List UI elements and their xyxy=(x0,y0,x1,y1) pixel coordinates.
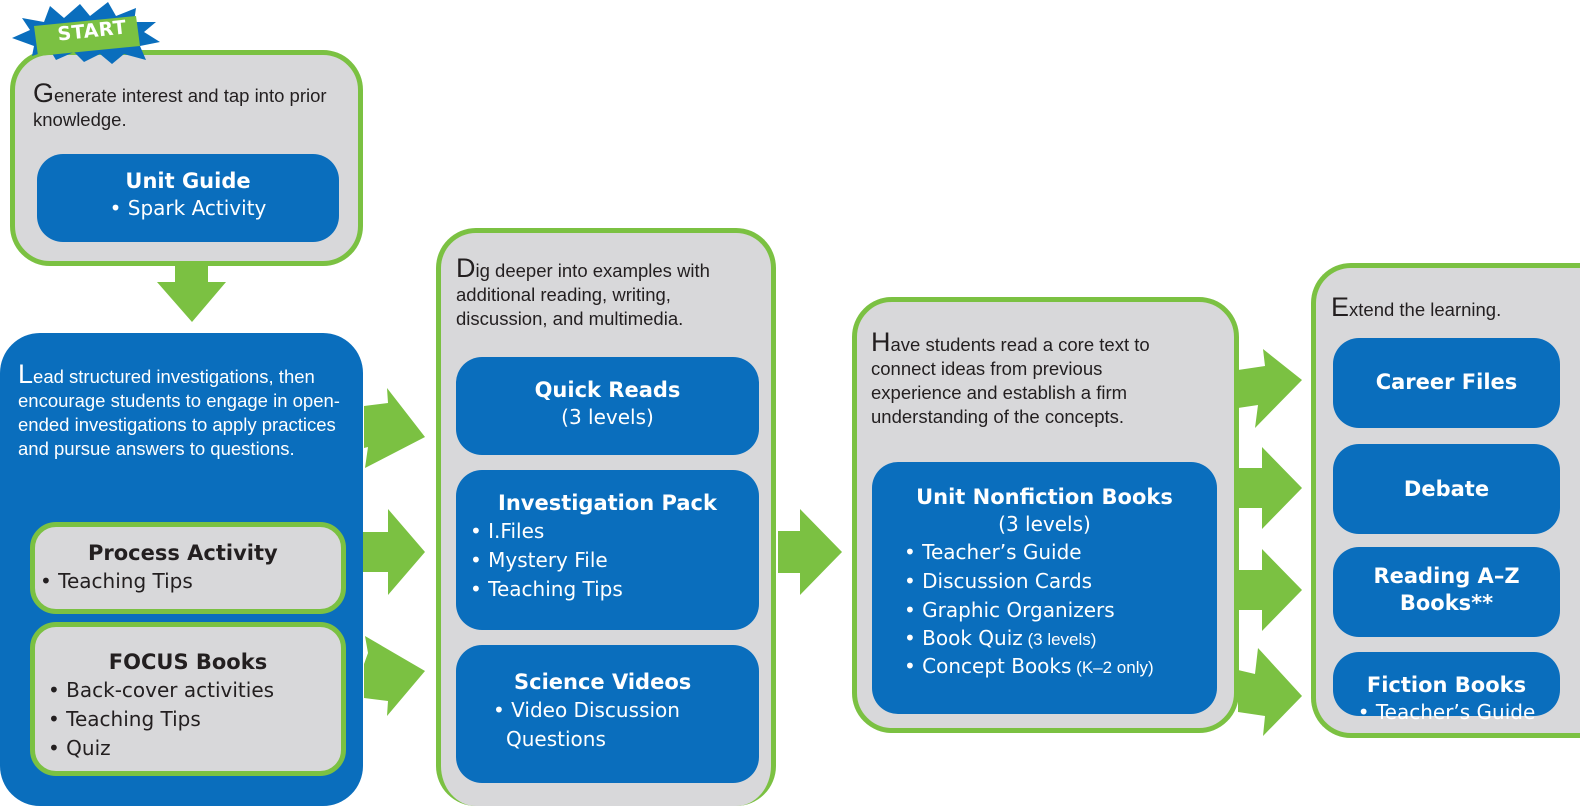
process-activity-item: • Teaching Tips xyxy=(40,569,193,593)
debate-box[interactable]: Debate xyxy=(1333,444,1560,534)
unit-nonfiction-levels: (3 levels) xyxy=(998,512,1091,536)
unit-nonfiction-item: • Discussion Cards xyxy=(904,569,1093,593)
investigation-pack-title: Investigation Pack xyxy=(498,491,717,515)
unit-nonfiction-box[interactable]: Unit Nonfiction Books (3 levels) • Teach… xyxy=(872,462,1217,714)
fiction-books-box[interactable]: Fiction Books • Teacher’s Guide xyxy=(1333,652,1560,724)
step1-intro: Generate interest and tap into prior kno… xyxy=(33,78,327,131)
arrow-right-1 xyxy=(364,388,425,468)
step4-intro: Have students read a core text to connec… xyxy=(871,327,1150,428)
fiction-books-item: • Teacher’s Guide xyxy=(1357,700,1536,724)
career-files-title: Career Files xyxy=(1375,370,1518,394)
investigation-pack-item: • Teaching Tips xyxy=(470,577,623,601)
focus-books-item: • Back-cover activities xyxy=(48,678,275,702)
process-activity-box[interactable]: Process Activity • Teaching Tips xyxy=(30,522,346,614)
career-files-box[interactable]: Career Files xyxy=(1333,338,1560,428)
start-badge-burst xyxy=(12,2,160,64)
arrow-right-8 xyxy=(1238,648,1302,736)
investigation-pack-item: • Mystery File xyxy=(470,548,608,572)
unit-guide-item: • Spark Activity xyxy=(109,196,267,220)
reading-az-box[interactable]: Reading A–Z Books** xyxy=(1333,547,1560,637)
unit-guide-box[interactable]: Unit Guide • Spark Activity xyxy=(37,154,339,242)
arrow-right-6 xyxy=(1238,447,1302,529)
focus-books-title: FOCUS Books xyxy=(108,650,268,674)
arrow-right-5 xyxy=(1238,349,1302,428)
science-videos-box[interactable]: Science Videos • Video Discussion Questi… xyxy=(456,645,759,783)
step3-intro: Dig deeper into examples with additional… xyxy=(456,253,710,330)
arrow-right-2 xyxy=(350,509,425,595)
step5-intro: Extend the learning. xyxy=(1331,292,1502,322)
reading-az-title: Reading A–Z Books** xyxy=(1373,564,1520,615)
focus-books-item: • Teaching Tips xyxy=(48,707,201,731)
science-videos-item: • Video Discussion xyxy=(493,698,680,722)
quick-reads-title: Quick Reads xyxy=(534,378,681,402)
unit-guide-title: Unit Guide xyxy=(125,169,251,193)
focus-books-box[interactable]: FOCUS Books • Back-cover activities • Te… xyxy=(30,622,346,776)
unit-nonfiction-title: Unit Nonfiction Books xyxy=(916,485,1173,509)
arrow-right-4 xyxy=(778,509,842,595)
arrow-down xyxy=(157,262,226,322)
unit-nonfiction-item: • Teacher’s Guide xyxy=(904,540,1082,564)
arrow-right-7 xyxy=(1238,549,1302,631)
quick-reads-box[interactable]: Quick Reads (3 levels) xyxy=(456,357,759,455)
science-videos-title: Science Videos xyxy=(514,670,692,694)
unit-nonfiction-item: • Concept Books (K–2 only) xyxy=(904,654,1154,678)
investigation-pack-item: • I.Files xyxy=(470,519,545,543)
investigation-pack-box[interactable]: Investigation Pack • I.Files • Mystery F… xyxy=(456,470,759,630)
unit-nonfiction-item: • Book Quiz (3 levels) xyxy=(904,626,1097,650)
science-videos-item: Questions xyxy=(506,727,606,751)
fiction-books-title: Fiction Books xyxy=(1366,673,1527,697)
focus-books-item: • Quiz xyxy=(48,736,111,760)
quick-reads-levels: (3 levels) xyxy=(561,405,654,429)
unit-nonfiction-item: • Graphic Organizers xyxy=(904,598,1115,622)
arrow-right-3 xyxy=(364,636,425,716)
debate-title: Debate xyxy=(1403,477,1490,501)
step2-intro: Lead structured investigations, then enc… xyxy=(18,359,340,460)
process-activity-title: Process Activity xyxy=(88,541,278,565)
